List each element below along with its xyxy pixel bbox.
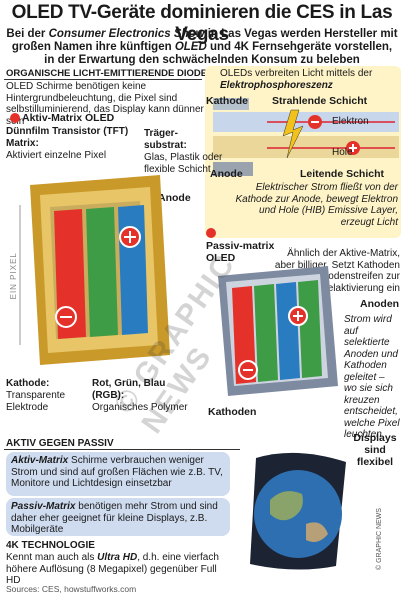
electro-heading: OLEDs verbreiten Licht mittels der Elekt… xyxy=(220,68,373,91)
substrate-text: Glas, Plastik oder flexible Schicht xyxy=(144,152,223,175)
passive-heading: Passiv-matrix OLED xyxy=(206,240,275,264)
strom-text: Strom wird auf selektierte Anoden und Ka… xyxy=(344,314,400,440)
active-heading: Aktiv-Matrix OLED xyxy=(22,112,115,124)
active-matrix-illustration xyxy=(19,175,170,365)
passive-text: Ähnlich der Aktive-Matrix, aber billiger… xyxy=(274,248,400,294)
passive-matrix-illustration xyxy=(218,266,338,396)
substrate-title: Träger-substrat: xyxy=(144,128,187,151)
divider xyxy=(4,449,240,450)
organic-heading: Organische Licht-emittierende Dioden xyxy=(6,68,214,79)
sources-text: Sources: CES, howstuffworks.com xyxy=(6,584,137,594)
k4-text: Kennt man auch als Ultra HD, d.h. eine v… xyxy=(6,552,219,586)
anode-layer xyxy=(213,162,253,176)
pixel-label: EIN PIXEL xyxy=(8,252,18,300)
anoden-label: Anoden xyxy=(360,298,400,310)
divider xyxy=(4,79,202,80)
page-title: OLED TV-Geräte dominieren die CES in Las… xyxy=(11,2,393,45)
green-subpixel xyxy=(86,207,118,337)
k4-heading: 4K Technologie xyxy=(6,540,95,551)
kathode-text: Transparente Elektrode xyxy=(6,390,66,413)
bullet-icon xyxy=(206,228,216,238)
flex-label: Displays sind flexibel xyxy=(353,432,397,468)
bullet-icon xyxy=(10,113,20,123)
kathode-title: Kathode: xyxy=(6,378,50,389)
kathode-label: Kathode xyxy=(206,95,248,107)
leitende-label: Leitende Schicht xyxy=(300,168,385,180)
credit-text: © GRAPHIC NEWS xyxy=(376,508,383,570)
tft-text: Aktiviert einzelne Pixel xyxy=(6,150,107,161)
anode-label: Anode xyxy=(210,168,243,180)
active-box: Aktiv-Matrix Schirme verbrauchen weniger… xyxy=(6,452,230,496)
earth-icon xyxy=(254,470,342,558)
elektron-label: Elektron xyxy=(332,116,369,127)
lightning-icon xyxy=(282,109,304,159)
kathoden-label: Kathoden xyxy=(208,406,257,418)
kathode-layer xyxy=(213,98,249,110)
red-subpixel xyxy=(54,209,86,339)
electro-desc: Elektrischer Strom fließt von der Kathod… xyxy=(235,182,398,228)
active-anode-label: Anode xyxy=(158,192,191,204)
strahlende-label: Strahlende Schicht xyxy=(272,95,368,107)
conductive-layer xyxy=(213,136,399,158)
blue-subpixel xyxy=(118,205,148,335)
flexible-display-illustration xyxy=(250,452,346,570)
electro-diagram xyxy=(213,98,399,176)
rgb-text: Organisches Polymer xyxy=(92,402,188,413)
rgb-title: Rot, Grün, Blau (RGB): xyxy=(92,378,166,401)
intro-text: Bei der Consumer Electronics Show in Las… xyxy=(6,28,398,66)
compare-heading: Aktiv gegen Passiv xyxy=(6,438,114,449)
tft-title: Dünnfilm Transistor (TFT) Matrix: xyxy=(6,126,129,149)
passive-box: Passiv-Matrix benötigen mehr Strom und s… xyxy=(6,498,230,536)
hole-label: Hole xyxy=(332,147,353,158)
